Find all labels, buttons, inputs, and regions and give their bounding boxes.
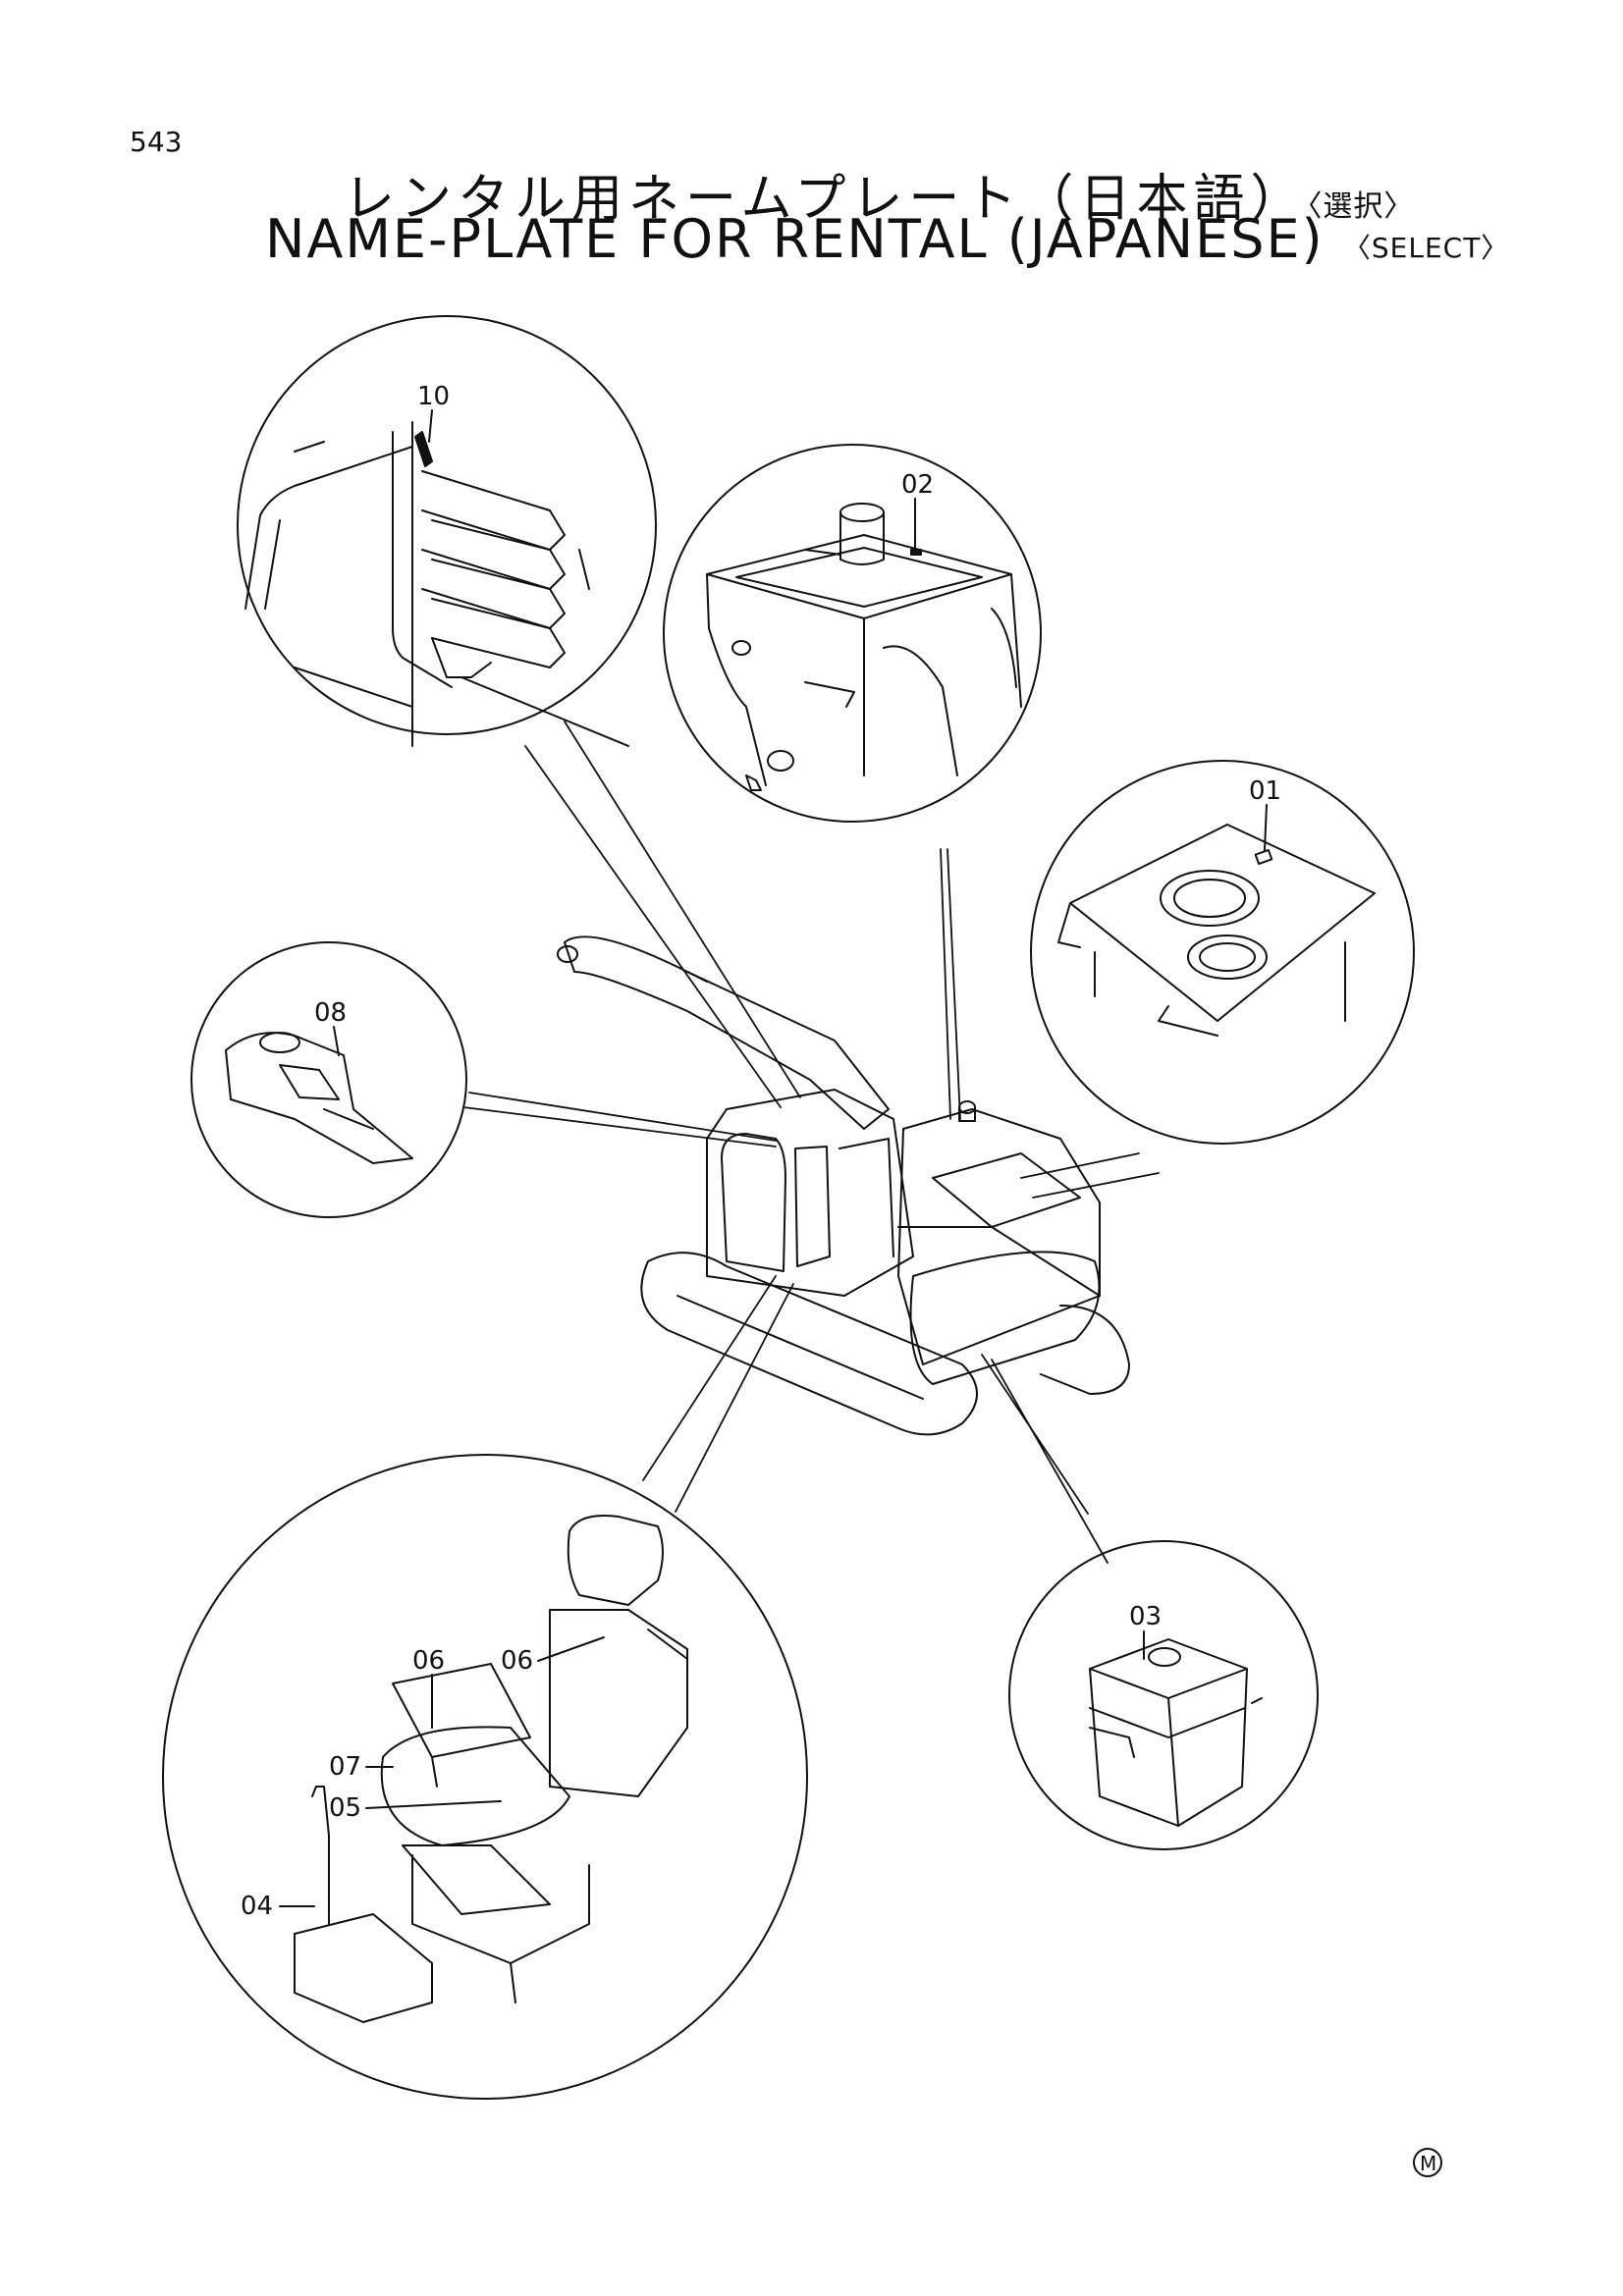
- title-en-text: NAME-PLATE FOR RENTAL (JAPANESE): [265, 208, 1325, 270]
- title-en-select: 〈SELECT〉: [1342, 232, 1510, 264]
- callout-06-right: 06: [501, 1646, 533, 1676]
- title-ja-text: レンタル用ネームプレート（日本語）: [344, 170, 1308, 229]
- callout-03: 03: [1129, 1602, 1162, 1631]
- detail-circle-console: 08: [190, 941, 467, 1218]
- circled-m-mark: M: [1413, 2148, 1442, 2177]
- callout-02: 02: [901, 470, 934, 500]
- callout-06-left: 06: [412, 1646, 445, 1676]
- detail-circle-floor-plate: 01: [1030, 760, 1415, 1145]
- callout-07: 07: [329, 1752, 361, 1782]
- leader-lines: [462, 721, 1160, 1564]
- callout-05: 05: [329, 1793, 361, 1823]
- detail-circle-seat: 06 06 07 05 04: [162, 1454, 808, 2100]
- page-number: 543: [130, 126, 183, 158]
- mark-letter: M: [1420, 2152, 1436, 2175]
- callout-10: 10: [417, 382, 450, 411]
- title-ja-select: 〈選択〉: [1307, 189, 1415, 224]
- page-title-english: NAME-PLATE FOR RENTAL (JAPANESE) 〈SELECT…: [265, 208, 1509, 270]
- callout-04: 04: [241, 1892, 273, 1921]
- detail-circle-cab-window: 10: [237, 315, 657, 747]
- excavator-body: [557, 935, 1130, 1436]
- detail-circle-tank: 03: [1008, 1540, 1319, 1850]
- callout-08: 08: [314, 998, 347, 1028]
- callout-01: 01: [1249, 776, 1281, 806]
- detail-circle-engine-hood: 02: [663, 444, 1042, 823]
- page-title-japanese: レンタル用ネームプレート（日本語）〈選択〉: [344, 157, 1414, 231]
